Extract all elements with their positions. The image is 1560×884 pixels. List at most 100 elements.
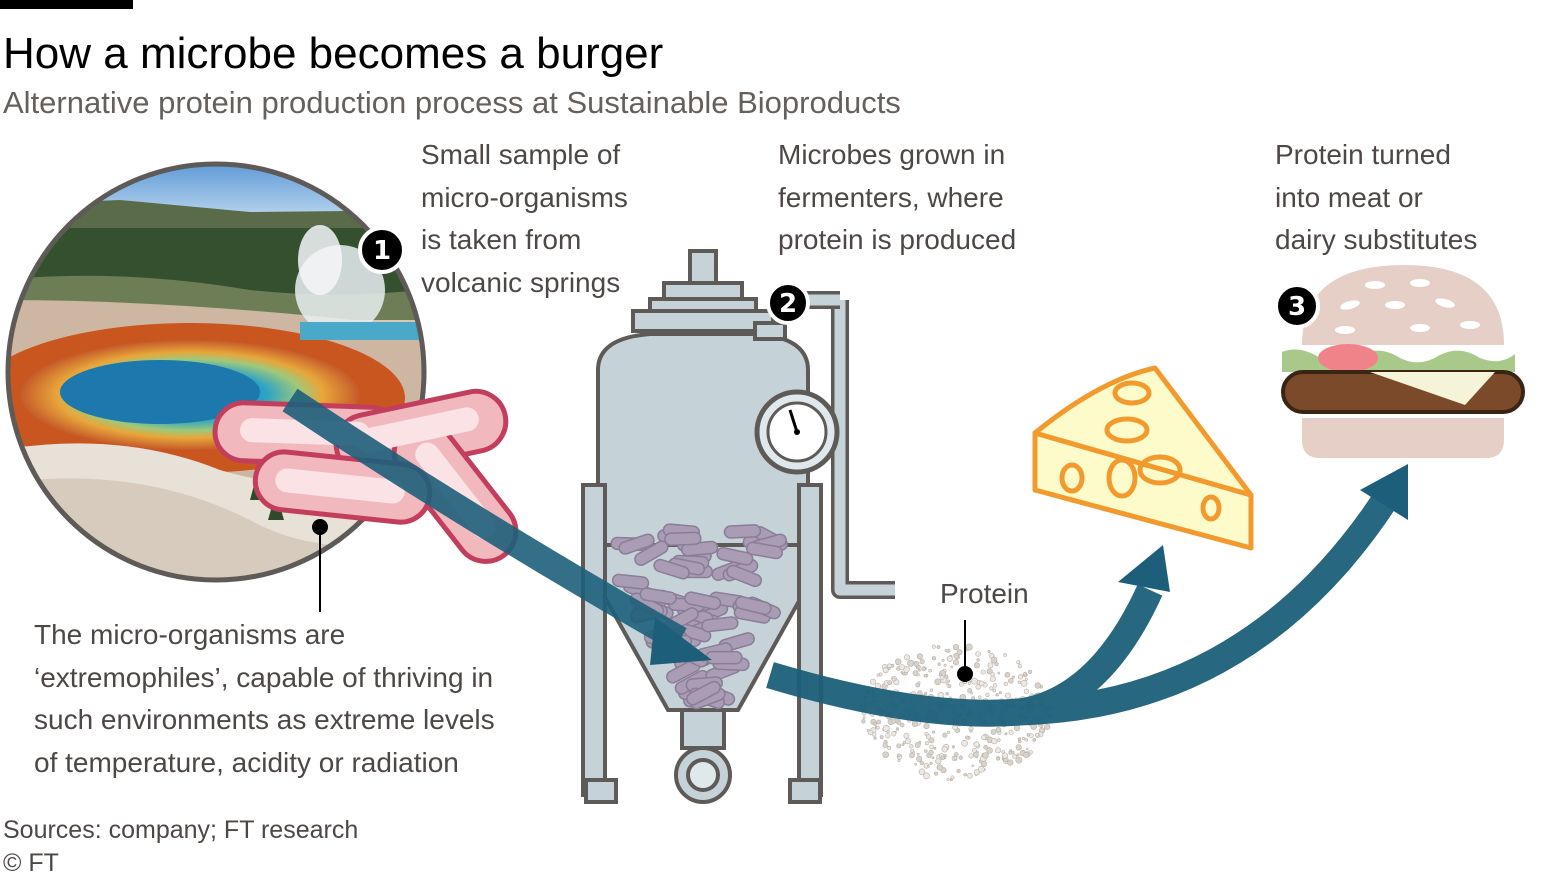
- tank-microbe: [611, 573, 650, 590]
- powder-grain: [953, 756, 958, 760]
- powder-grain: [917, 690, 923, 696]
- tank-microbe: [664, 531, 702, 546]
- powder-grain: [963, 772, 967, 777]
- powder-grain: [995, 726, 1002, 733]
- powder-grain: [1017, 737, 1022, 741]
- burger-icon: [1281, 265, 1525, 458]
- powder-grain: [981, 734, 987, 741]
- powder-grain: [1003, 681, 1008, 687]
- powder-grain: [917, 681, 921, 685]
- protein-pointer-dot: [957, 666, 973, 682]
- powder-grain: [931, 644, 936, 649]
- powder-grain: [975, 651, 981, 657]
- powder-grain: [946, 648, 951, 653]
- powder-grain: [923, 673, 928, 678]
- powder-grain: [882, 751, 889, 758]
- flow-arrows: [282, 388, 1397, 727]
- powder-grain: [969, 729, 973, 733]
- powder-grain: [980, 669, 986, 675]
- powder-grain: [987, 649, 991, 653]
- powder-grain: [982, 752, 989, 759]
- powder-grain: [929, 688, 934, 693]
- powder-grain: [914, 762, 917, 766]
- powder-grain: [965, 643, 973, 651]
- powder-grain: [886, 663, 892, 669]
- tank-microbe: [745, 541, 784, 560]
- tank-microbe: [653, 558, 690, 580]
- powder-grain: [899, 722, 905, 728]
- tank-microbe: [726, 564, 762, 588]
- powder-grain: [941, 746, 948, 753]
- powder-grain: [943, 663, 947, 667]
- powder-grain: [909, 744, 914, 749]
- powder-grain: [940, 755, 946, 761]
- powder-grain: [987, 662, 994, 669]
- powder-grain: [862, 716, 866, 719]
- powder-grain: [931, 756, 935, 760]
- powder-grain: [929, 761, 933, 765]
- powder-grain: [1015, 744, 1022, 751]
- powder-grain: [933, 747, 937, 750]
- powder-grain: [986, 668, 993, 675]
- powder-grain: [959, 681, 964, 687]
- powder-grain: [995, 693, 999, 697]
- powder-grain: [911, 720, 918, 727]
- powder-grain: [973, 662, 980, 669]
- powder-grain: [946, 655, 953, 662]
- svg-text:3: 3: [1288, 292, 1306, 322]
- page-title: How a microbe becomes a burger: [3, 29, 664, 78]
- powder-grain: [1034, 682, 1041, 689]
- powder-grain: [934, 771, 939, 776]
- powder-grain: [965, 735, 970, 740]
- powder-grain: [945, 692, 949, 696]
- powder-grain: [958, 755, 963, 760]
- powder-grain: [916, 752, 920, 756]
- powder-grain: [921, 666, 926, 672]
- powder-grain: [919, 760, 924, 766]
- powder-grain: [1004, 671, 1011, 678]
- powder-grain: [989, 675, 996, 682]
- powder-grain: [1017, 674, 1023, 680]
- powder-grain: [975, 684, 981, 690]
- powder-grain: [918, 668, 921, 672]
- powder-grain: [956, 768, 961, 774]
- powder-grain: [916, 755, 923, 762]
- powder-grain: [968, 753, 974, 759]
- powder-grain: [861, 719, 866, 724]
- powder-grain: [875, 725, 880, 730]
- powder-grain: [902, 672, 906, 676]
- tank-microbe: [684, 591, 722, 610]
- top-accent-bar: [0, 0, 133, 9]
- powder-grain: [936, 764, 943, 771]
- powder-grain: [1025, 747, 1029, 751]
- powder-grain: [971, 696, 976, 701]
- powder-grain: [904, 738, 911, 745]
- powder-grain: [978, 680, 985, 687]
- powder-grain: [876, 719, 882, 725]
- powder-grain: [882, 667, 889, 674]
- tank-microbe: [618, 533, 655, 555]
- pressure-gauge: [754, 389, 840, 475]
- powder-grain: [901, 743, 905, 747]
- powder-grain: [928, 749, 934, 756]
- powder-grain: [937, 662, 941, 666]
- powder-grain: [995, 747, 1001, 754]
- tank-microbe: [686, 680, 721, 706]
- powder-grain: [990, 656, 998, 664]
- tank-microbe: [701, 616, 739, 633]
- powder-grain: [909, 752, 915, 759]
- powder-grain: [1002, 752, 1009, 759]
- step-badge-1: 1: [358, 226, 406, 274]
- powder-grain: [1012, 754, 1017, 759]
- powder-grain: [938, 673, 942, 677]
- powder-grain: [916, 653, 923, 660]
- powder-grain: [895, 658, 902, 665]
- powder-grain: [891, 677, 896, 682]
- powder-grain: [1017, 680, 1021, 684]
- powder-grain: [1008, 729, 1014, 735]
- powder-grain: [924, 692, 928, 696]
- powder-grain: [900, 671, 904, 674]
- powder-grain: [1044, 723, 1051, 730]
- powder-grain: [873, 736, 877, 740]
